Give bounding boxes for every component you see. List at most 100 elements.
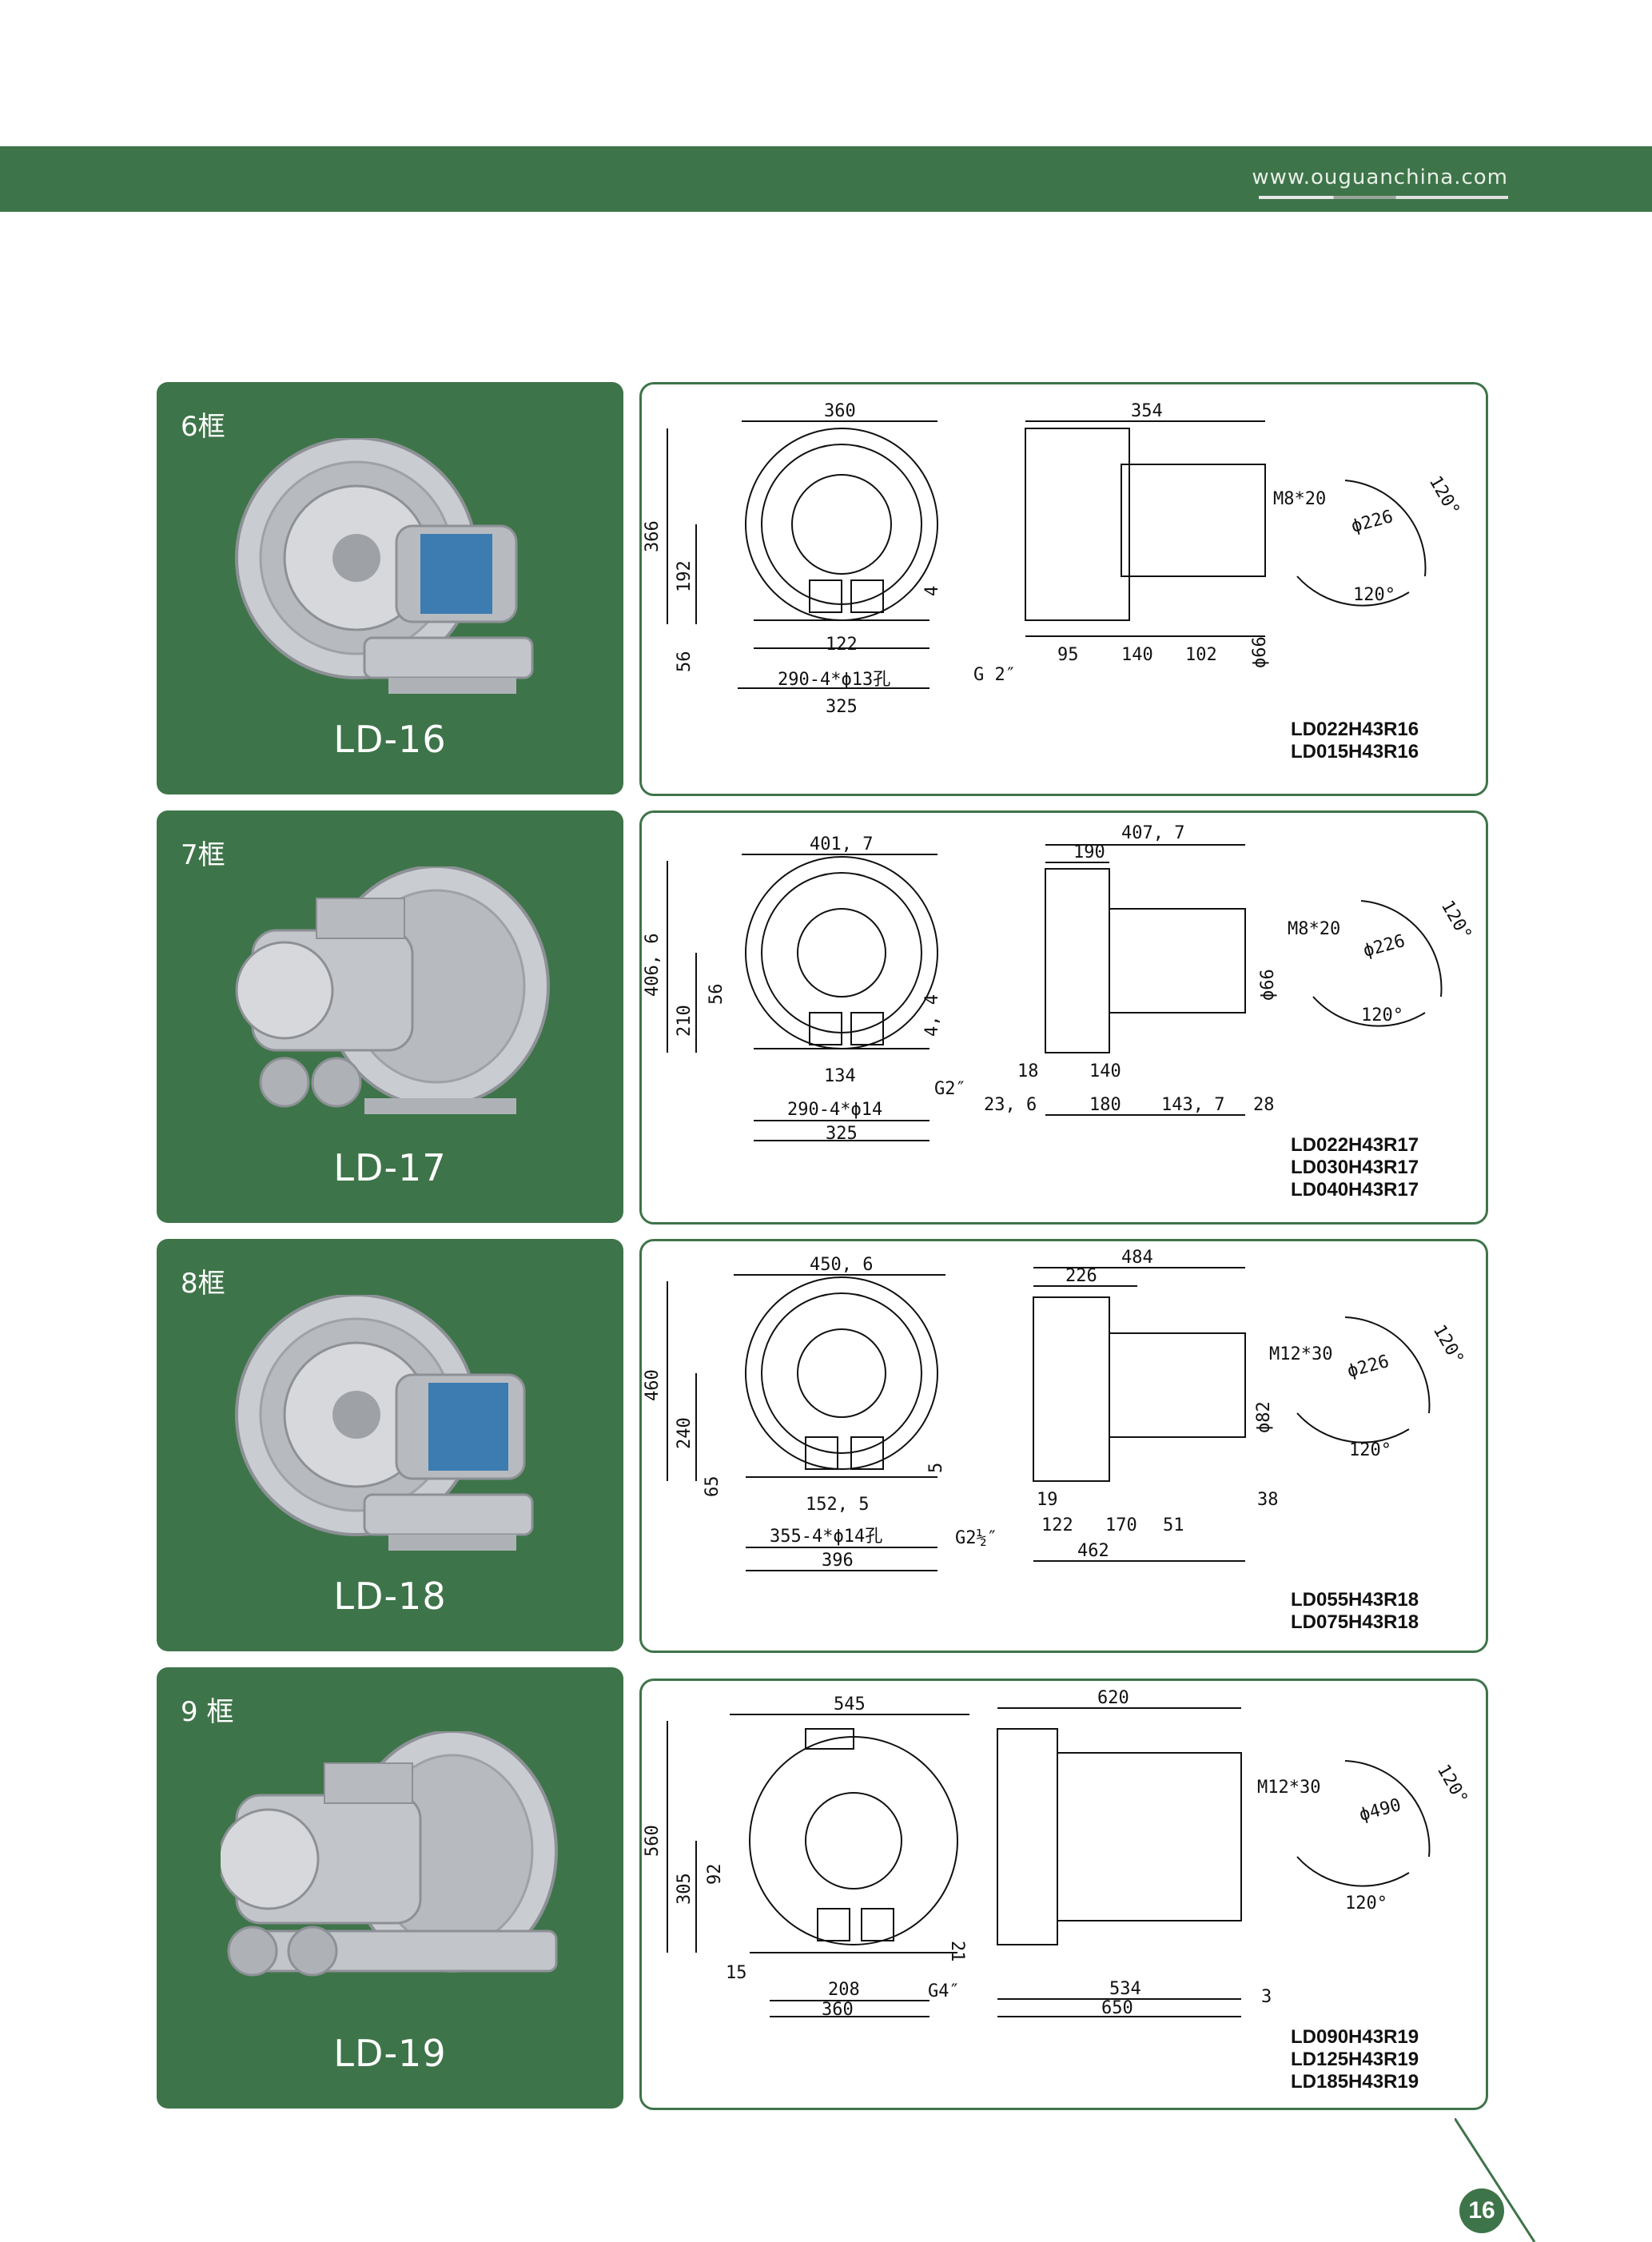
product-card-ld18: 8框 LD-18 (157, 1239, 623, 1651)
dim-base-width: 325 (826, 1124, 858, 1144)
dim-top: 190 (1073, 842, 1105, 862)
blower-photo (221, 1731, 558, 1977)
dim-length: 354 (1131, 401, 1163, 421)
variant-item: LD015H43R16 (1291, 741, 1419, 763)
dim-shaft: ϕ82 (1254, 1401, 1274, 1433)
product-card-ld17: 7框 LD-17 (157, 810, 623, 1223)
dimension-drawing: 401, 7 406, 6 210 56 4, 4 134 290-4*ϕ14 … (643, 823, 1475, 1144)
variant-item: LD185H43R19 (1291, 2071, 1419, 2093)
dim-base-width: 396 (822, 1551, 854, 1571)
dim-height: 460 (643, 1369, 663, 1401)
dim-b: 140 (1121, 645, 1153, 665)
dim-flange-height: 4, 4 (922, 994, 942, 1037)
dim-b: 650 (1101, 1998, 1133, 2018)
dim-b: 140 (1089, 1061, 1121, 1081)
dim-bolt-spacing: 122 (826, 635, 858, 655)
dim-length: 484 (1121, 1248, 1153, 1268)
flange-angle-2: 120° (1361, 1006, 1403, 1025)
header-bar: www.ouguanchina.com (0, 146, 1652, 212)
dimension-panel-ld17: 401, 7 406, 6 210 56 4, 4 134 290-4*ϕ14 … (639, 810, 1488, 1225)
dim-mounting-holes: 290-4*ϕ13孔 (778, 670, 890, 690)
variant-item: LD022H43R17 (1291, 1134, 1419, 1156)
variant-item: LD090H43R19 (1291, 2026, 1419, 2048)
flange-angle-2: 120° (1349, 1440, 1391, 1460)
dim-base: 92 (705, 1864, 725, 1886)
variant-item: LD040H43R17 (1291, 1179, 1419, 1201)
dimension-drawing: 545 560 305 92 21 208 15 360 G4″ 620 534… (643, 1688, 1471, 2020)
dim-thread: G4″ (928, 1981, 960, 2001)
dim-width: 450, 6 (810, 1255, 873, 1275)
dim-bolt-spacing: 152, 5 (806, 1495, 869, 1515)
dim-height: 366 (643, 520, 663, 552)
flange-bolt: M12*30 (1257, 1778, 1320, 1798)
flange-angle-1: 120° (1433, 1762, 1471, 1808)
dim-thread: G 2″ (973, 665, 1016, 685)
flange-bolt: M8*20 (1273, 489, 1326, 509)
dim-f: 28 (1253, 1095, 1275, 1115)
dim-a: 95 (1057, 645, 1079, 665)
website-url[interactable]: www.ouguanchina.com (1252, 165, 1508, 189)
page-number: 16 (1459, 2188, 1504, 2233)
dim-holes: 15 (726, 1963, 747, 1983)
blower-photo (235, 1295, 534, 1551)
variant-list: LD055H43R18 LD075H43R18 (1291, 1589, 1419, 1634)
dim-base: 56 (675, 651, 695, 673)
frame-size-label: 8框 (181, 1268, 225, 1300)
dim-length: 620 (1097, 1688, 1129, 1708)
dimension-drawing: 450, 6 460 240 65 5 152, 5 355-4*ϕ14孔 39… (643, 1248, 1467, 1571)
dim-b: 122 (1041, 1515, 1073, 1535)
dim-base-width: 325 (826, 697, 858, 717)
model-name: LD-18 (333, 1575, 447, 1618)
flange-pcd: ϕ226 (1345, 1352, 1391, 1382)
flange-bolt: M12*30 (1269, 1344, 1332, 1364)
dim-mounting-holes: 290-4*ϕ14 (787, 1100, 882, 1120)
dimension-panel-ld19: 545 560 305 92 21 208 15 360 G4″ 620 534… (639, 1679, 1488, 2110)
frame-size-label: 9 框 (181, 1696, 234, 1728)
variant-item: LD055H43R18 (1291, 1589, 1419, 1611)
blower-photo (235, 438, 534, 694)
dim-base: 65 (703, 1476, 723, 1498)
model-name: LD-19 (333, 2032, 447, 2075)
dim-height: 560 (643, 1825, 663, 1857)
url-underline (1259, 196, 1508, 199)
dim-thread: G2½″ (955, 1528, 997, 1548)
dim-base: 56 (707, 984, 726, 1006)
dim-shaft: ϕ66 (1250, 636, 1270, 668)
dim-axis-height: 192 (675, 560, 695, 592)
flange-bolt: M8*20 (1288, 919, 1340, 939)
product-card-ld16: 6框 LD-16 (157, 382, 623, 794)
model-name: LD-16 (333, 718, 447, 761)
variant-item: LD125H43R19 (1291, 2049, 1419, 2070)
dim-flange-height: 21 (947, 1941, 967, 1962)
variant-list: LD022H43R16 LD015H43R16 (1291, 719, 1419, 763)
dim-flange-height: 5 (926, 1463, 946, 1473)
dim-a: 19 (1037, 1490, 1058, 1510)
dim-a: 18 (1017, 1061, 1039, 1081)
dim-length: 407, 7 (1121, 823, 1184, 843)
dim-height: 406, 6 (643, 934, 663, 997)
flange-pcd: ϕ226 (1349, 507, 1395, 537)
dim-bolt-spacing: 208 (828, 1980, 860, 2000)
variant-list: LD090H43R19 LD125H43R19 LD185H43R19 (1291, 2026, 1419, 2093)
dim-axis-height: 305 (675, 1873, 695, 1905)
dim-base-width: 360 (822, 2000, 854, 2020)
variant-item: LD075H43R18 (1291, 1611, 1419, 1633)
dim-bolt-spacing: 134 (824, 1066, 856, 1086)
frame-size-label: 7框 (181, 839, 225, 871)
model-name: LD-17 (333, 1146, 447, 1189)
dim-flange-height: 4 (922, 586, 942, 596)
variant-list: LD022H43R17 LD030H43R17 LD040H43R17 (1291, 1134, 1419, 1201)
flange-angle-1: 120° (1437, 898, 1475, 944)
dim-e: 38 (1257, 1490, 1279, 1510)
dim-c: 3 (1261, 1987, 1272, 2007)
dim-axis-height: 240 (675, 1417, 695, 1449)
dim-c: 170 (1105, 1515, 1137, 1535)
dim-width: 360 (824, 401, 856, 421)
dim-c: 102 (1185, 645, 1217, 665)
frame-size-label: 6框 (181, 411, 225, 443)
variant-item: LD022H43R16 (1291, 719, 1419, 740)
dimension-drawing: 360 366 192 56 4 122 290-4*ϕ13孔 325 G 2″… (643, 401, 1463, 717)
dim-d: 180 (1089, 1095, 1121, 1115)
dim-f: 462 (1077, 1541, 1109, 1561)
dim-shaft: ϕ66 (1258, 969, 1278, 1001)
